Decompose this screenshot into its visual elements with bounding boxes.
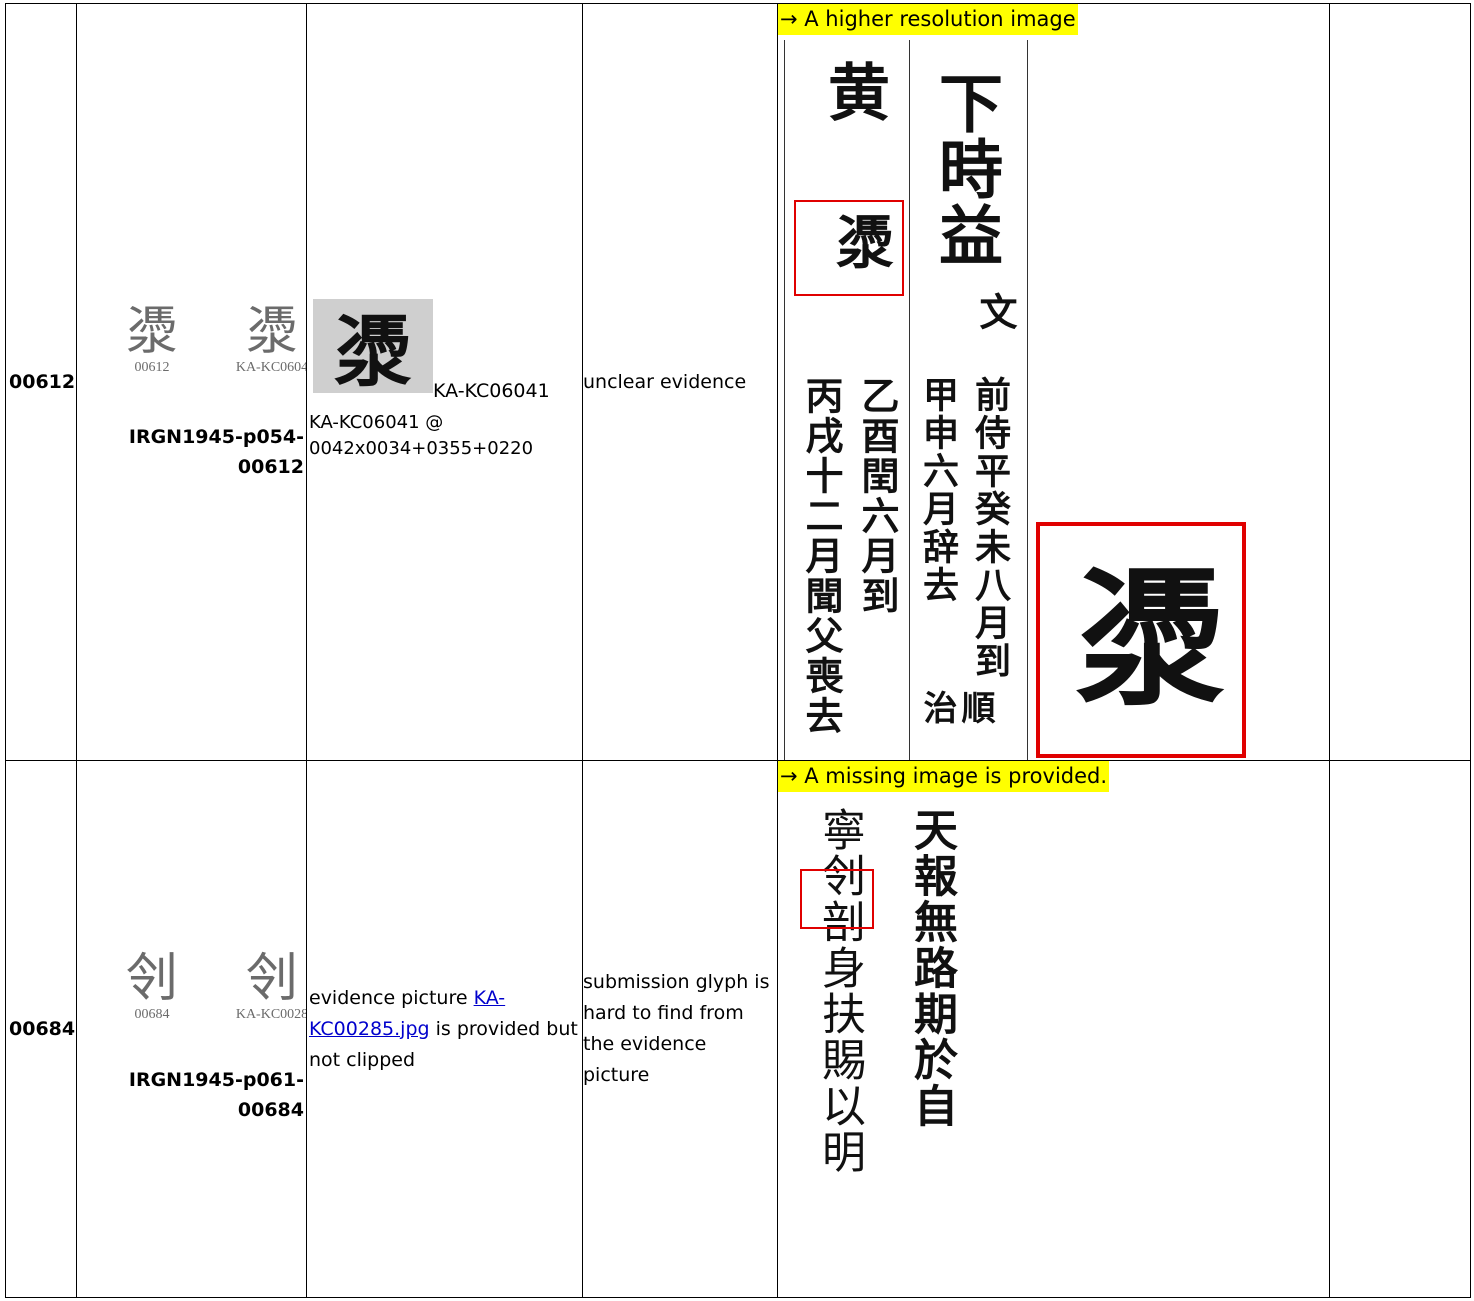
glyph-pair: 刢 00684 刢 KA-KC0028 bbox=[107, 949, 307, 1023]
glyph-caption: KA-KC0604 bbox=[235, 360, 307, 375]
review-table: 00612 㵗 00612 㵗 KA-KC0604 IRGN1945-p054-… bbox=[5, 3, 1471, 1298]
thumbnail-glyph: 㵗 bbox=[333, 307, 412, 398]
scan-rule bbox=[909, 40, 910, 760]
glyph-sample: 刢 00684 bbox=[107, 951, 197, 1023]
glyph-char: 㵗 bbox=[245, 302, 298, 362]
scan-rule bbox=[1027, 40, 1028, 760]
scan-column: 丙戌十二月聞父喪去 bbox=[799, 376, 844, 736]
irgn-reference: IRGN1945-p061- 00684 bbox=[129, 1065, 304, 1125]
glyph-pair: 㵗 00612 㵗 KA-KC0604 bbox=[107, 302, 307, 376]
evidence-text: evidence picture KA-KC00285.jpg is provi… bbox=[308, 983, 582, 1076]
table-row: 00684 刢 00684 刢 KA-KC0028 IRGN1945-p061-… bbox=[5, 760, 1471, 1298]
evidence-code: KA-KC06041 bbox=[433, 380, 550, 402]
evidence-text-part: is provided but not clipped bbox=[309, 1017, 578, 1071]
irgn-line: 00612 bbox=[237, 456, 304, 478]
scan-column: 㵗 bbox=[826, 212, 894, 272]
evidence-thumbnail: 㵗 bbox=[313, 299, 433, 398]
response-note: → A missing image is provided. bbox=[778, 761, 1110, 792]
glyph-cell: 刢 00684 刢 KA-KC0028 IRGN1945-p061- 00684 bbox=[76, 760, 307, 1298]
enlarged-glyph: 㵗 bbox=[1050, 560, 1226, 712]
comment-cell: submission glyph is hard to find from th… bbox=[582, 760, 778, 1298]
evidence-link[interactable]: KA-KC00285.jpg bbox=[309, 986, 506, 1040]
enlarged-glyph-box bbox=[1036, 522, 1246, 758]
highlight-box bbox=[800, 869, 874, 929]
glyph-caption: KA-KC0028 bbox=[235, 1007, 307, 1022]
empty-cell bbox=[1329, 3, 1471, 761]
glyph-cell: 㵗 00612 㵗 KA-KC0604 IRGN1945-p054- 00612 bbox=[76, 3, 307, 761]
irgn-reference: IRGN1945-p054- 00612 bbox=[129, 422, 304, 482]
irgn-line: IRGN1945-p061- bbox=[128, 1069, 304, 1091]
response-cell: → A missing image is provided. 寧刢剖身扶賜以明 … bbox=[777, 760, 1330, 1298]
scan-column: 順治 bbox=[917, 690, 995, 726]
scan-column: 天報無路期於自 bbox=[906, 807, 957, 1129]
scan-column: 乙酉閏六月到 bbox=[855, 376, 900, 616]
scan-rule bbox=[784, 40, 785, 760]
evidence-cell: evidence picture KA-KC00285.jpg is provi… bbox=[306, 760, 583, 1298]
table-row: 00612 㵗 00612 㵗 KA-KC0604 IRGN1945-p054-… bbox=[5, 3, 1471, 761]
scan-image: 寧刢剖身扶賜以明 天報無路期於自 bbox=[779, 797, 1329, 1297]
response-cell: → A higher resolution image 黄 㵗 下時益 文 丙戌… bbox=[777, 3, 1330, 761]
response-note: → A higher resolution image bbox=[778, 4, 1078, 35]
glyph-sample: 㵗 00612 bbox=[107, 304, 197, 376]
scan-column: 甲申六月辞去 bbox=[917, 376, 959, 604]
comment-cell: unclear evidence bbox=[582, 3, 778, 761]
glyph-caption: 00612 bbox=[134, 360, 170, 375]
evidence-detail: KA-KC06041 @ 0042x0034+0355+0220 bbox=[309, 410, 533, 462]
row-id: 00612 bbox=[5, 3, 77, 761]
glyph-char: 刢 bbox=[125, 949, 178, 1009]
scan-column: 黄 bbox=[817, 60, 890, 124]
row-id: 00684 bbox=[5, 760, 77, 1298]
scan-image: 黄 㵗 下時益 文 丙戌十二月聞父喪去 乙酉閏六月到 甲申六月辞去 前侍平癸未八… bbox=[779, 40, 1329, 760]
empty-cell bbox=[1329, 760, 1471, 1298]
evidence-text-part: evidence picture bbox=[309, 986, 474, 1009]
glyph-char: 刢 bbox=[245, 949, 298, 1009]
irgn-line: 00684 bbox=[237, 1099, 304, 1121]
scan-column: 前侍平癸未八月到 bbox=[969, 376, 1011, 680]
glyph-char: 㵗 bbox=[125, 302, 178, 362]
highlight-box bbox=[794, 200, 904, 296]
evidence-detail-line: 0042x0034+0355+0220 bbox=[309, 438, 534, 459]
glyph-sample: 㵗 KA-KC0604 bbox=[227, 302, 307, 376]
scan-column: 下時益 bbox=[928, 70, 1003, 268]
glyph-sample: 刢 KA-KC0028 bbox=[227, 949, 307, 1023]
evidence-cell: 㵗 KA-KC06041 KA-KC06041 @ 0042x0034+0355… bbox=[306, 3, 583, 761]
evidence-detail-line: KA-KC06041 @ bbox=[309, 412, 444, 433]
irgn-line: IRGN1945-p054- bbox=[128, 426, 304, 448]
scan-column: 文 bbox=[973, 292, 1018, 332]
glyph-caption: 00684 bbox=[134, 1007, 170, 1022]
scan-column: 寧刢剖身扶賜以明 bbox=[814, 807, 865, 1175]
